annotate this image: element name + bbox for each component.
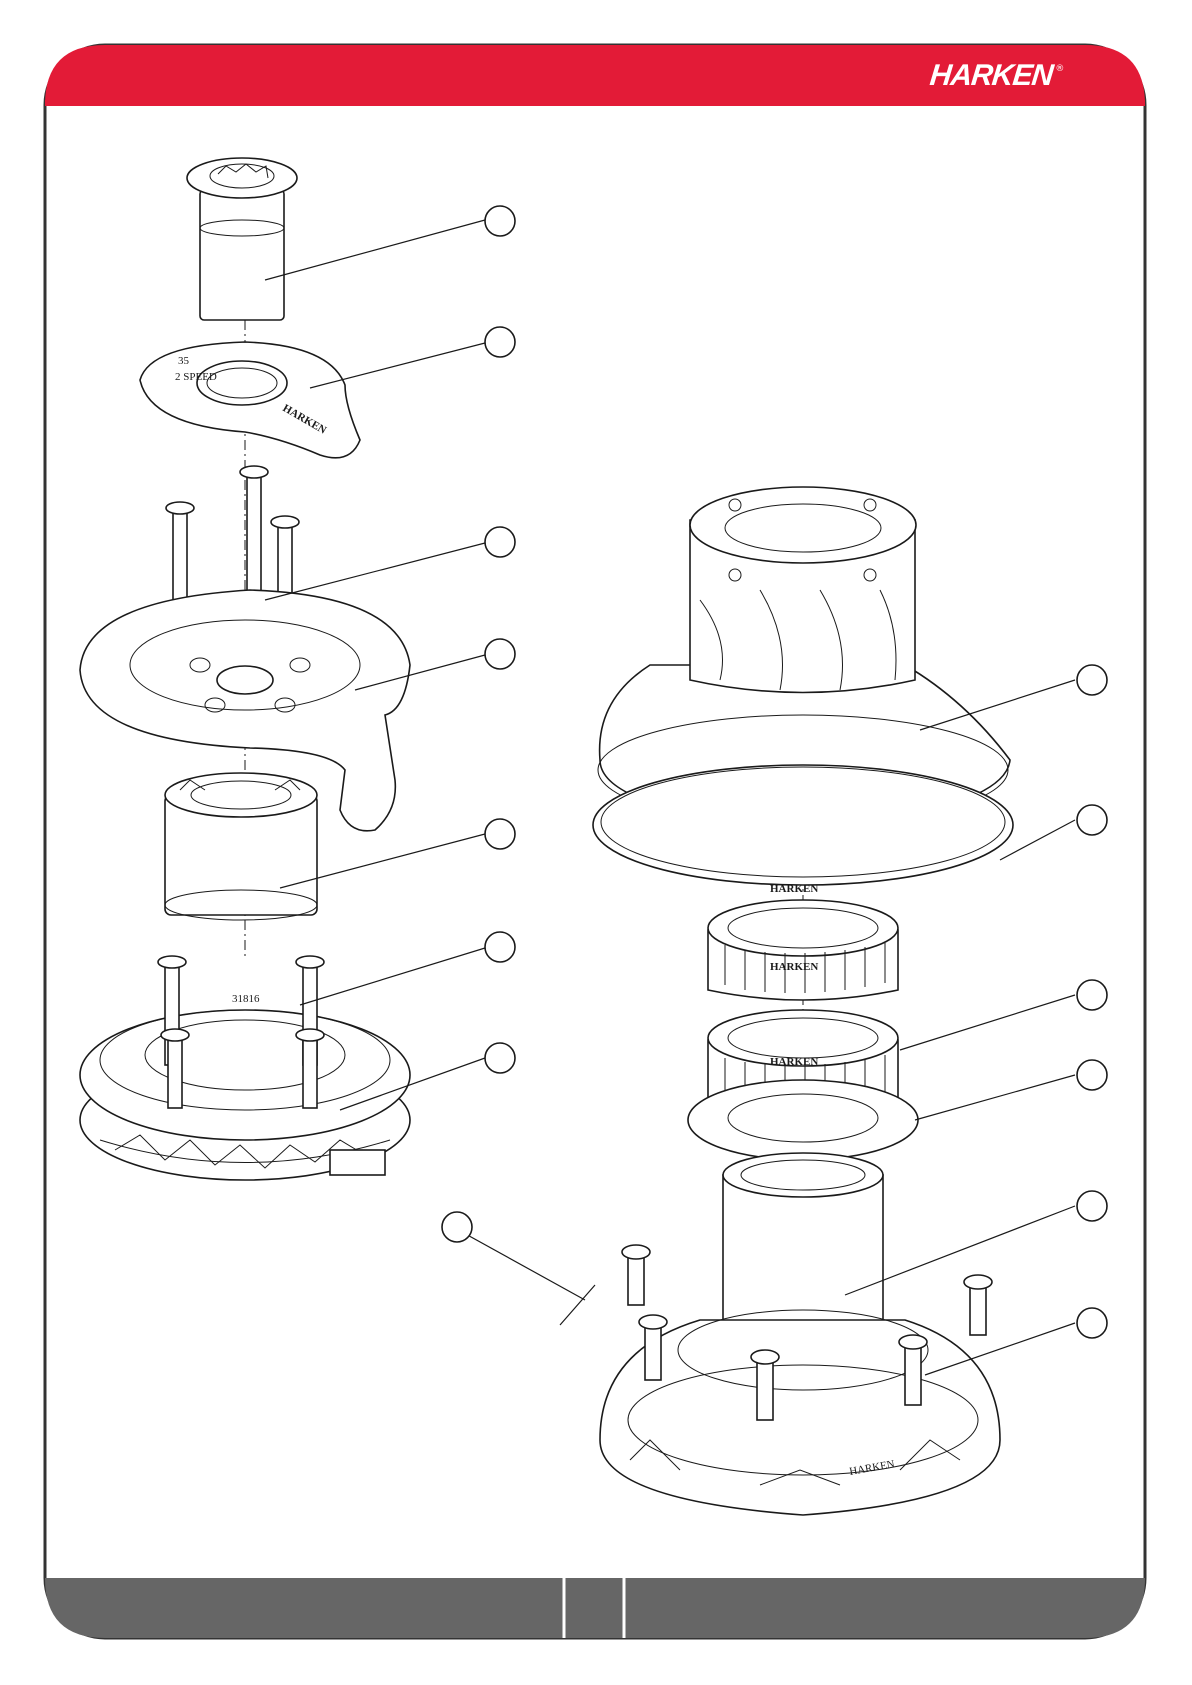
logo-text: HARKEN [928,59,1054,93]
footer-left-text [70,1578,560,1638]
washer-part [688,1080,918,1160]
registered-mark: ® [1055,64,1064,74]
callout-circle [1077,1191,1107,1221]
callout-circle [442,1212,472,1242]
callout-circle [1077,805,1107,835]
callout-circle [1077,1060,1107,1090]
callout-circle [485,819,515,849]
callout-circle [485,327,515,357]
gasket-ring-part [593,765,1013,885]
callout-circle [485,527,515,557]
top-plate-number: 35 [178,355,190,367]
footer-page-number [566,1578,622,1638]
top-plate-speed: 2 SPEED [175,371,217,383]
mid-bearing-brand: HARKEN [770,961,818,973]
callout-circle [485,1043,515,1073]
callout-circle [1077,980,1107,1010]
callout-circle [485,932,515,962]
gear-housing-part [165,773,317,920]
footer-right-text [630,1578,1130,1638]
callout-circle [1077,665,1107,695]
socket-part [187,158,297,320]
harken-logo: HARKEN ® [930,54,1100,98]
ring-mark: 31816 [232,993,260,1005]
callout-circle [485,206,515,236]
callout-circle [1077,1308,1107,1338]
callout-circle [485,639,515,669]
upper-bearing-brand: HARKEN [770,883,818,895]
main-shaft-part [723,1153,883,1345]
lower-bearing-brand: HARKEN [770,1056,818,1068]
